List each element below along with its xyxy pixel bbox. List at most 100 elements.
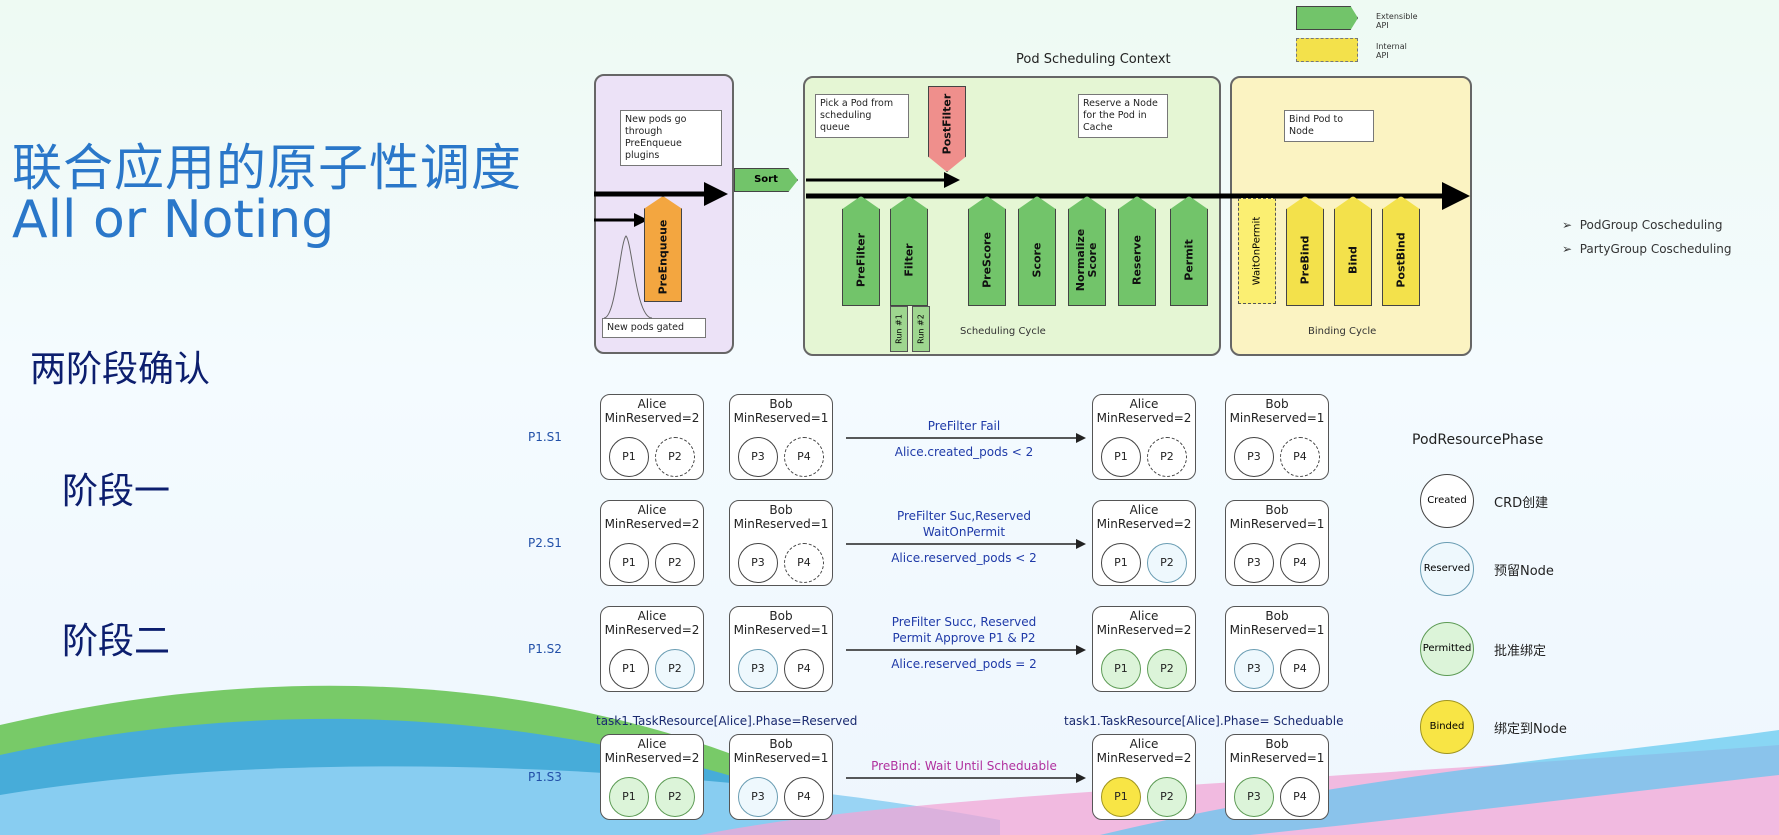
pod-p1: P1 [1101,649,1141,689]
gated-spike [603,235,653,319]
prebind-plugin: PreBind [1286,196,1324,306]
pod-p3: P3 [738,437,778,477]
card-name: Bob [769,609,793,623]
pod-p4: P4 [784,437,824,477]
bullet-podgroup: ➢ PodGroup Coscheduling [1562,218,1723,232]
row-label: P1.S2 [528,642,562,656]
note-reserve: Reserve a Node for the Pod in Cache [1078,94,1168,138]
arrow-label-bottom: Alice.created_pods < 2 [894,445,1034,459]
pod-p1: P1 [609,649,649,689]
card-name: Bob [1265,737,1289,751]
reserve-label: Reserve [1130,234,1144,285]
card-min-reserved: MinReserved=1 [733,411,829,425]
prefilter-plugin: PreFilter [842,196,880,306]
row-label: P1.S1 [528,430,562,444]
title-english: All or Noting [12,190,335,250]
pod-p3: P3 [738,543,778,583]
legend-desc-reserved: 预留Node [1494,564,1554,579]
run1-label: Run #1 [894,314,904,344]
pod-p1: P1 [1101,543,1141,583]
card-min-reserved: MinReserved=1 [1229,623,1325,637]
postbind-plugin: PostBind [1382,196,1420,306]
pod-p2: P2 [1147,543,1187,583]
extensible-label: Extensible API [1376,12,1418,30]
context-title: Pod Scheduling Context [1016,52,1171,67]
title-chinese: 联合应用的原子性调度 [12,139,522,197]
postfilter-plugin: PostFilter [928,86,966,172]
transition-arrow [846,433,1086,443]
note-new-pods: New pods go through PreEnqueue plugins [620,110,722,166]
pod-p4: P4 [784,777,824,817]
pod-p2: P2 [1147,437,1187,477]
waitonpermit-label: WaitOnPermit [1251,216,1263,286]
permit-plugin: Permit [1170,196,1208,306]
note-gated: New pods gated [602,318,706,338]
run2-label: Run #2 [916,314,926,344]
arrow-label-bottom: Alice.reserved_pods < 2 [891,551,1037,565]
card-min-reserved: MinReserved=1 [1229,411,1325,425]
prescore-label: PreScore [980,231,994,288]
pod-p4: P4 [1280,777,1320,817]
legend-desc-created: CRD创建 [1494,496,1549,511]
permit-label: Permit [1182,238,1196,281]
legend-circle-reserved: Reserved [1420,542,1474,596]
legend-circle-permitted: Permitted [1420,622,1474,676]
run2-box: Run #2 [912,306,930,352]
pod-p1: P1 [609,543,649,583]
card-name: Alice [1129,609,1159,623]
pod-p3: P3 [1234,649,1274,689]
legend-desc-permitted: 批准绑定 [1494,644,1547,659]
card-min-reserved: MinReserved=2 [604,751,700,765]
reserve-plugin: Reserve [1118,196,1156,306]
pod-p2: P2 [655,437,695,477]
card-min-reserved: MinReserved=1 [1229,517,1325,531]
card-min-reserved: MinReserved=2 [1096,517,1192,531]
card-min-reserved: MinReserved=2 [604,411,700,425]
score-label: Score [1030,242,1044,278]
card-min-reserved: MinReserved=1 [733,623,829,637]
legend-desc-binded: 绑定到Node [1494,722,1567,737]
pod-p4: P4 [784,649,824,689]
arrow-label-top: PreFilter Succ, Reserved Permit Approve … [891,615,1037,645]
pod-p2: P2 [1147,777,1187,817]
normalize-score-plugin: Normalize Score [1068,196,1106,306]
internal-swatch [1296,38,1358,62]
filter-plugin: Filter [890,196,928,306]
score-plugin: Score [1018,196,1056,306]
pod-p3: P3 [1234,543,1274,583]
pod-p4: P4 [784,543,824,583]
filter-label: Filter [902,243,916,277]
bullet-partygroup: ➢ PartyGroup Coscheduling [1562,242,1732,256]
bullet-partygroup-text: PartyGroup Coscheduling [1579,242,1732,256]
preenqueue-label: PreEnqueue [656,219,670,295]
caption-left: task1.TaskResource[Alice].Phase=Reserved [596,714,858,728]
card-min-reserved: MinReserved=1 [733,517,829,531]
run1-box: Run #1 [890,306,908,352]
background-wave [0,685,1779,835]
card-min-reserved: MinReserved=2 [604,623,700,637]
resource-legend-title: PodResourcePhase [1412,432,1544,448]
pod-p3: P3 [1234,437,1274,477]
pod-p2: P2 [1147,649,1187,689]
note-pick-pod: Pick a Pod from scheduling queue [815,94,909,138]
pod-p1: P1 [609,437,649,477]
card-name: Alice [637,609,667,623]
note-bind: Bind Pod to Node [1284,110,1374,142]
two-phase-heading: 两阶段确认 [30,349,211,390]
pod-p4: P4 [1280,649,1320,689]
row-label: P2.S1 [528,536,562,550]
prebind-label: PreBind [1298,235,1312,285]
preenqueue-plugin: PreEnqueue [644,196,682,302]
